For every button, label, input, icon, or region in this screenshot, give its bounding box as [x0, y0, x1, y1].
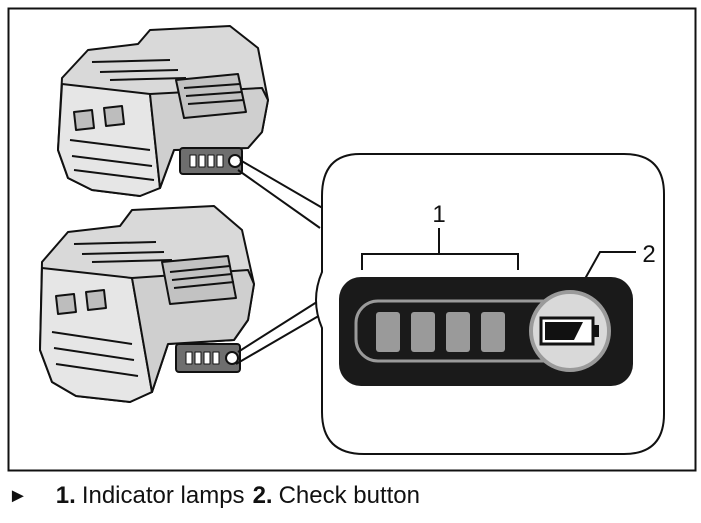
callout-number-1: 1: [432, 201, 445, 228]
caption-label-1: Indicator lamps: [81, 482, 245, 509]
caption-arrow-icon: ►: [8, 485, 28, 507]
battery-pack-bottom: [39, 205, 255, 403]
callout-number-2: 2: [642, 241, 655, 268]
leader-line-top: [237, 159, 327, 229]
indicator-lamp-2: [411, 312, 435, 352]
caption-label-2: Check button: [278, 482, 420, 509]
indicator-lamp-4: [481, 312, 505, 352]
caption-number-1: 1.: [55, 482, 76, 509]
caption-number-2: 2.: [252, 482, 273, 509]
indicator-panel: [339, 277, 633, 386]
battery-icon: [539, 316, 599, 346]
indicator-lamp-3: [446, 312, 470, 352]
figure-caption: ► 1. Indicator lamps 2. Check button: [8, 480, 420, 512]
leader-line-bottom: [235, 299, 323, 365]
battery-pack-top: [57, 25, 269, 197]
indicator-lamp-1: [376, 312, 400, 352]
indicator-lamps-bracket: [361, 228, 519, 270]
figure-frame: [7, 7, 697, 472]
